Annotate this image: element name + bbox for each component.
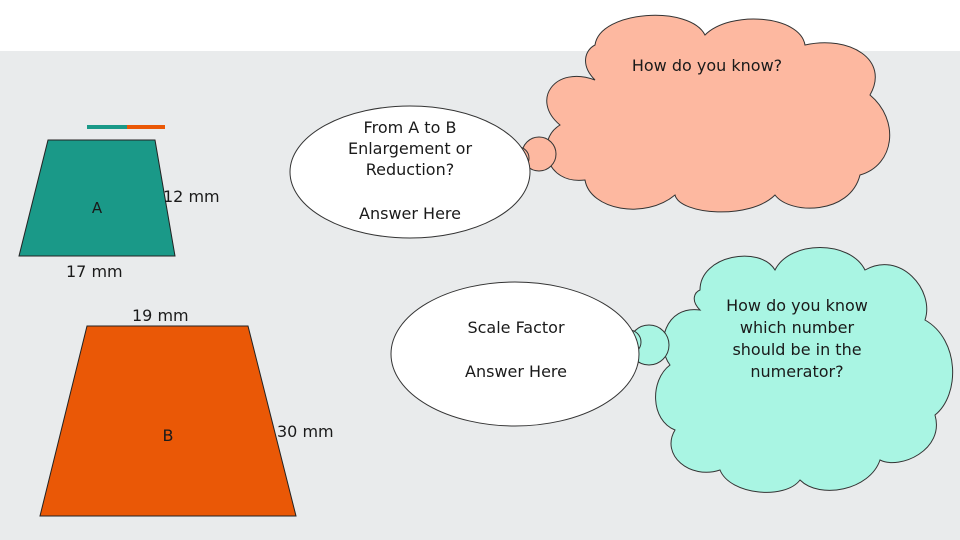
trapezoid-b-top-length: 19 mm [132, 306, 189, 325]
thought-cloud-numerator: How do you know which number should be i… [613, 247, 954, 493]
trapezoid-a[interactable] [18, 139, 176, 257]
question-bubble-enlargement[interactable]: From A to B Enlargement or Reduction? An… [289, 105, 531, 239]
trapezoid-b[interactable] [39, 325, 297, 517]
cloud-2-line-1: How do you know [726, 296, 868, 315]
cloud-1-shape [545, 14, 891, 213]
bubble-1-line-3: Reduction? [366, 160, 454, 179]
bubble-2-line-1: Scale Factor [467, 318, 565, 337]
cloud-2-line-2: which number [740, 318, 855, 337]
question-bubble-scale-factor[interactable]: Scale Factor Answer Here [390, 281, 640, 427]
cloud-2-line-3: should be in the [732, 340, 861, 359]
color-key-left [87, 125, 127, 129]
trapezoid-a-base-length: 17 mm [66, 262, 123, 281]
thought-cloud-how-do-you-know: How do you know? [502, 14, 891, 213]
bubble-1-line-2: Enlargement or [348, 139, 473, 158]
bubble-1-line-1: From A to B [364, 118, 457, 137]
bubble-2-ellipse[interactable] [390, 281, 640, 427]
bubble-2-answer-placeholder[interactable]: Answer Here [465, 362, 567, 381]
trapezoid-a-label: A [92, 199, 103, 217]
cloud-2-shape [655, 247, 954, 493]
color-key-bar [87, 125, 165, 129]
trapezoid-b-slant-length: 30 mm [277, 422, 334, 441]
bubble-1-answer-placeholder[interactable]: Answer Here [359, 204, 461, 223]
cloud-2-line-4: numerator? [750, 362, 843, 381]
cloud-1-text: How do you know? [632, 56, 782, 75]
color-key-right [127, 125, 165, 129]
trapezoid-a-slant-length: 12 mm [163, 187, 220, 206]
bubble-1-ellipse[interactable] [289, 105, 531, 239]
trapezoid-b-label: B [163, 426, 174, 445]
